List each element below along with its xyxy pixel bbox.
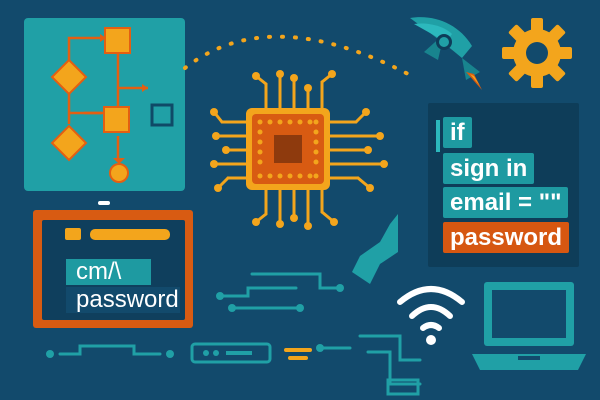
code-line-sign-in: sign in — [443, 153, 535, 184]
code-gutter-bar — [436, 120, 440, 152]
code-line-if: if — [443, 117, 472, 148]
wifi-icon — [397, 286, 465, 345]
code-line-password: password — [443, 222, 570, 253]
dotted-arc — [183, 34, 412, 77]
circuit-icon — [46, 272, 422, 396]
rocket-icon — [410, 17, 482, 90]
login-header-square — [65, 228, 81, 240]
gear-icon — [502, 18, 572, 88]
flowchart-icon — [50, 27, 174, 183]
login-field-password[interactable]: password — [76, 286, 179, 313]
divider-dash — [98, 201, 110, 205]
cpu-chip-icon — [210, 70, 388, 230]
login-field-bg-1 — [66, 259, 151, 285]
login-field-bg-2 — [66, 287, 180, 313]
flowchart-panel — [24, 18, 185, 191]
chevron-shape — [352, 214, 398, 284]
login-field-1[interactable]: cm/\ — [76, 258, 122, 285]
login-header-bar — [90, 229, 170, 240]
code-line-email: email = "" — [443, 187, 569, 218]
laptop-icon — [472, 282, 586, 370]
